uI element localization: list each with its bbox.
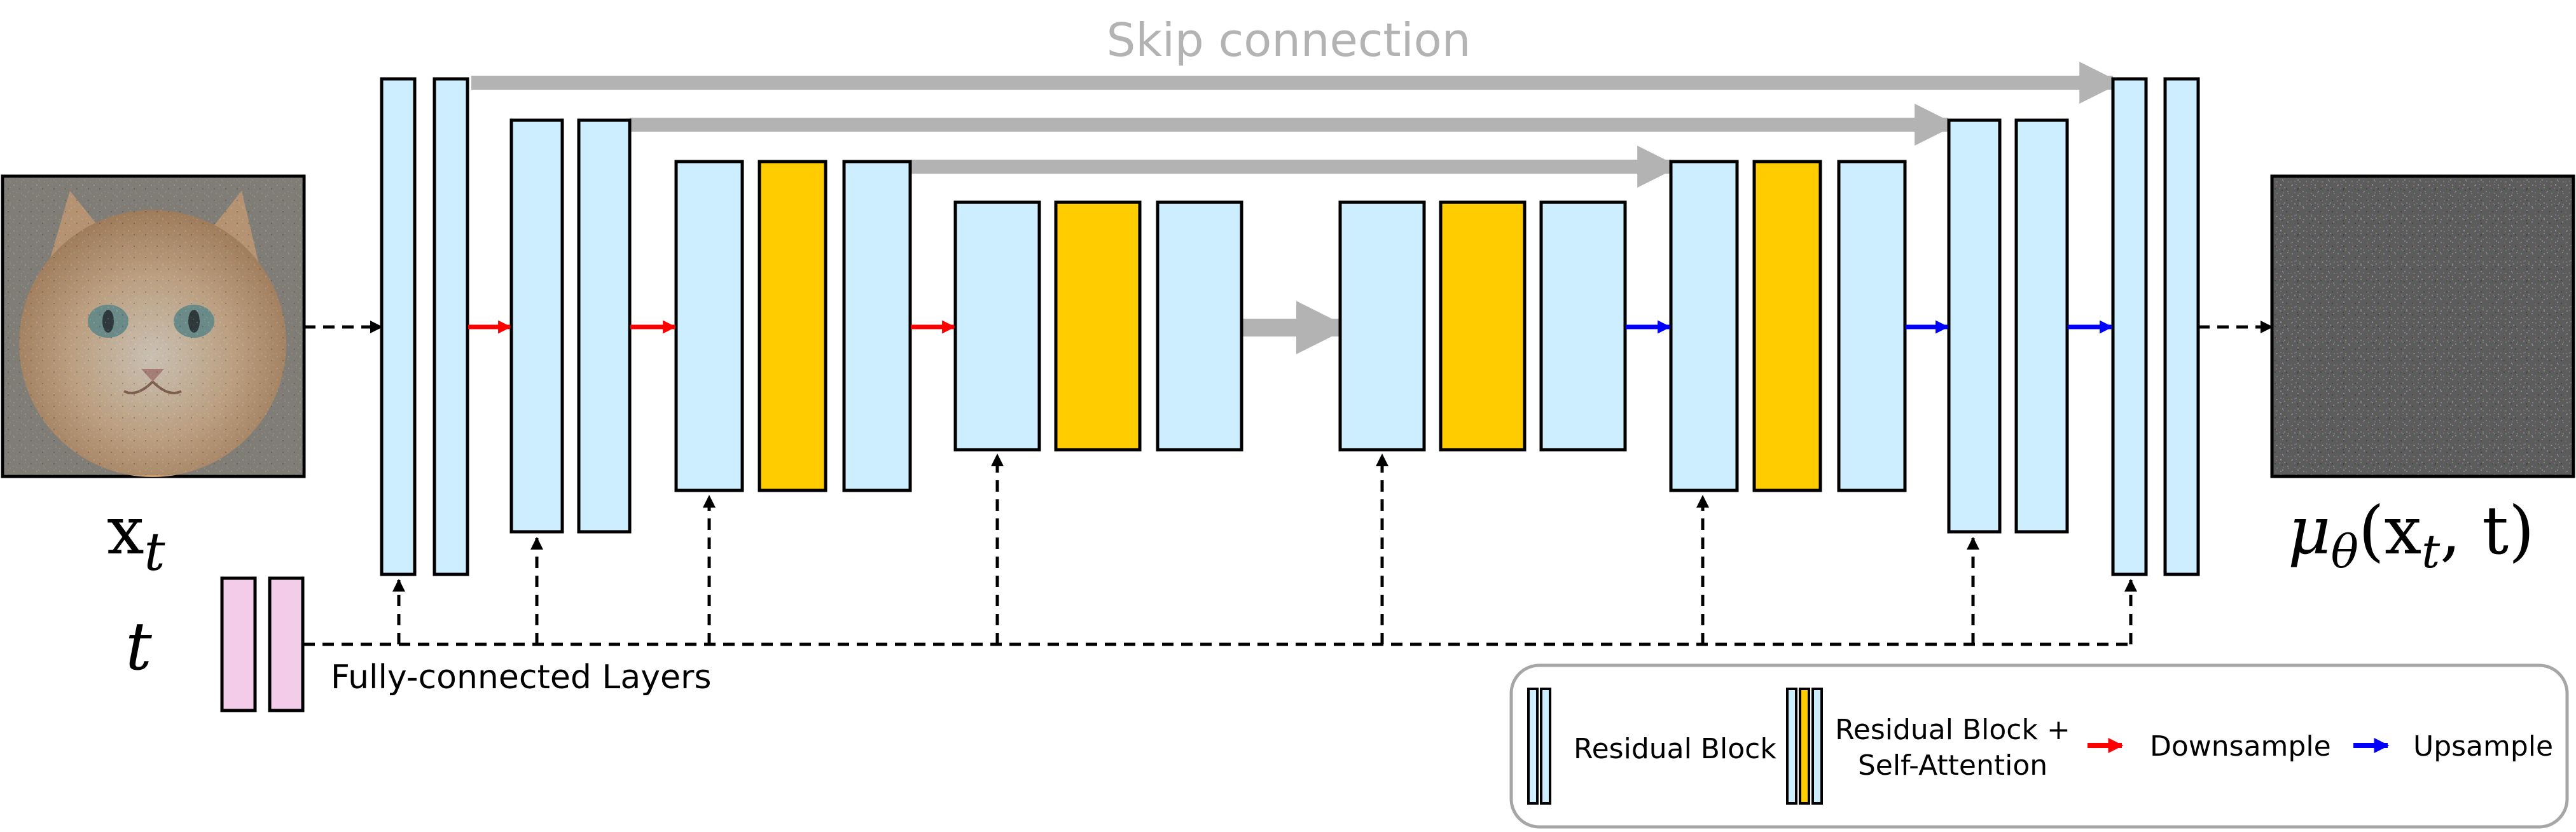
encoder-level-1 bbox=[380, 77, 469, 576]
diagram-title: Skip connection bbox=[1107, 13, 1471, 67]
legend-box bbox=[1509, 663, 2569, 829]
skip-connections bbox=[471, 62, 2122, 354]
residual-block bbox=[953, 200, 1041, 452]
legend-residual-label: Residual Block bbox=[1574, 733, 1776, 765]
fc-layers-label: Fully-connected Layers bbox=[331, 658, 711, 697]
time-label: t bbox=[125, 607, 152, 685]
input-label: xt bbox=[107, 492, 166, 583]
residual-block bbox=[2014, 118, 2069, 534]
legend-upsample-label: Upsample bbox=[2413, 730, 2553, 763]
residual-block bbox=[674, 160, 744, 492]
residual-block bbox=[1669, 160, 1739, 492]
legend-attention-label-1: Residual Block + bbox=[1835, 714, 2070, 746]
encoder-level-3 bbox=[674, 160, 912, 492]
output-label: μθ(xt, t) bbox=[2288, 492, 2535, 578]
residual-block bbox=[1539, 200, 1627, 452]
residual-block bbox=[433, 77, 469, 576]
attention-block bbox=[1439, 200, 1527, 452]
residual-block bbox=[1837, 160, 1907, 492]
residual-block bbox=[842, 160, 912, 492]
input-image bbox=[1, 174, 306, 478]
legend-attention-icon bbox=[1786, 688, 1823, 805]
residual-block bbox=[2111, 77, 2148, 576]
residual-block bbox=[1338, 200, 1426, 452]
residual-block bbox=[1156, 200, 1243, 452]
attention-block bbox=[1054, 200, 1142, 452]
residual-block bbox=[1947, 118, 2002, 534]
attention-block bbox=[758, 160, 828, 492]
bottleneck-left bbox=[953, 200, 1243, 452]
time-embedding-lines bbox=[303, 454, 2137, 646]
legend-residual-icon bbox=[1527, 688, 1551, 805]
output-image bbox=[2270, 174, 2575, 478]
bottleneck-right bbox=[1338, 200, 1627, 452]
attention-block bbox=[1752, 160, 1822, 492]
residual-block bbox=[380, 77, 417, 576]
fully-connected-layers bbox=[220, 576, 305, 712]
encoder-level-2 bbox=[509, 118, 632, 534]
fc-layer bbox=[268, 576, 305, 712]
residual-block bbox=[509, 118, 564, 534]
legend-downsample-label: Downsample bbox=[2150, 730, 2331, 763]
decoder-level-3 bbox=[1669, 160, 1907, 492]
legend: Residual Block Residual Block + Self-Att… bbox=[1509, 663, 2569, 829]
legend-attention-label-2: Self-Attention bbox=[1858, 749, 2047, 782]
fc-layer bbox=[220, 576, 257, 712]
decoder-level-2 bbox=[1947, 118, 2069, 534]
residual-block bbox=[2163, 77, 2200, 576]
decoder-level-1 bbox=[2111, 77, 2200, 576]
residual-block bbox=[577, 118, 632, 534]
